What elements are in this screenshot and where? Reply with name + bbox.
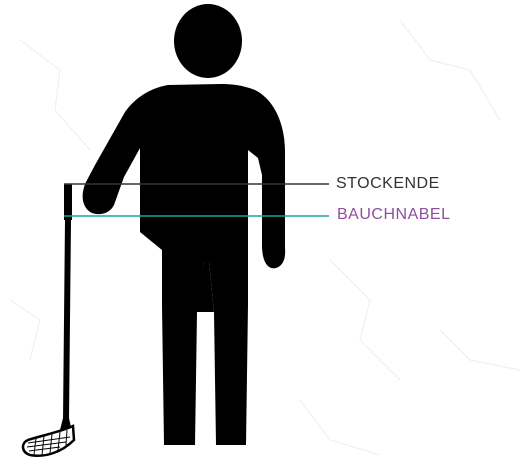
head [174,4,242,78]
body [83,84,286,445]
person-silhouette-icon [83,4,286,445]
floorball-stick-icon [23,184,74,456]
stick-end-label: STOCKENDE [336,176,440,192]
navel-label: BAUCHNABEL [337,207,450,223]
